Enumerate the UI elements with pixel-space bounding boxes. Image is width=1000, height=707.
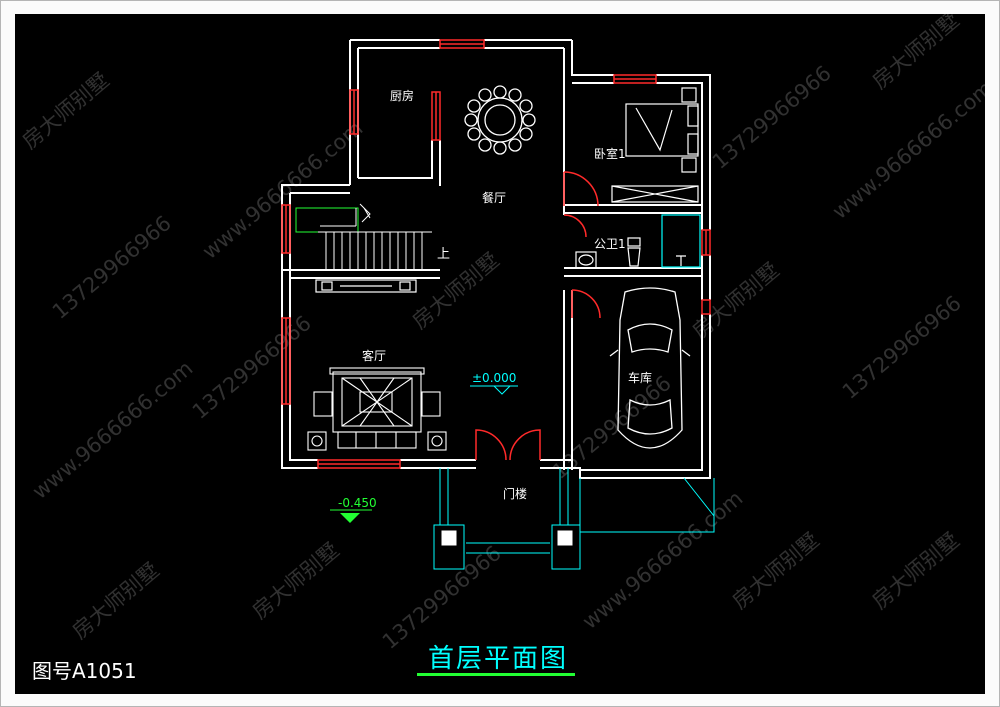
watermark-text-1: 房大师别墅 [18, 68, 114, 154]
elevation-marker-outside: -0.450 [330, 496, 377, 523]
watermark-text-2: 13729966966 [48, 211, 176, 324]
room-label-kitchen: 厨房 [390, 88, 414, 103]
watermark-text-18: 房大师别墅 [868, 14, 964, 94]
watermark-text-11: www.9666666.com [578, 486, 748, 634]
elevation-floor-text: ±0.000 [472, 371, 516, 385]
windows [281, 39, 711, 469]
watermark-text-7: 房大师别墅 [248, 538, 344, 624]
room-label-bathroom: 公卫1 [594, 237, 626, 251]
room-labels: 厨房 餐厅 卧室1 公卫1 车库 客厅 门楼 [362, 88, 652, 501]
stair-up-label: 上 [437, 247, 450, 262]
room-label-living: 客厅 [362, 348, 386, 363]
doors [475, 171, 601, 461]
room-label-garage: 车库 [628, 370, 652, 385]
drawing-number: 图号A1051 [32, 659, 137, 683]
elevation-outside-text: -0.450 [338, 496, 377, 510]
room-label-porch: 门楼 [503, 486, 527, 501]
watermark-text-4: 房大师别墅 [68, 558, 164, 644]
watermark-text-10: 13729966966 [548, 371, 676, 484]
watermark-text-14: 13729966966 [708, 61, 836, 174]
watermark-text-17: 房大师别墅 [868, 528, 964, 614]
dining-table [464, 85, 536, 155]
sofa-set [307, 367, 447, 451]
watermark-text-15: www.9666666.com [828, 76, 985, 224]
room-label-bedroom: 卧室1 [594, 146, 626, 161]
watermark-text-13: 房大师别墅 [728, 528, 824, 614]
title-underline [417, 673, 575, 676]
stair: 上 [295, 203, 450, 271]
elevation-marker-floor: ±0.000 [470, 371, 518, 395]
floor-plan: 房大师别墅 13729966966 www.9666666.com 房大师别墅 … [18, 14, 985, 654]
car [609, 287, 691, 449]
watermark-layer: 房大师别墅 13729966966 www.9666666.com 房大师别墅 … [18, 14, 985, 654]
watermark-text-16: 13729966966 [838, 291, 966, 404]
room-label-dining: 餐厅 [482, 190, 506, 205]
cad-drawing-canvas: 房大师别墅 13729966966 www.9666666.com 房大师别墅 … [15, 14, 985, 694]
watermark-text-8: 13729966966 [378, 541, 506, 654]
drawing-title: 首层平面图 [427, 644, 568, 674]
porch-outline [433, 468, 715, 570]
watermark-text-3: www.9666666.com [28, 356, 198, 504]
tv-cabinet [315, 279, 417, 293]
watermark-text-5: 13729966966 [188, 311, 316, 424]
bathroom-fixtures [575, 214, 701, 269]
bed [611, 87, 699, 203]
